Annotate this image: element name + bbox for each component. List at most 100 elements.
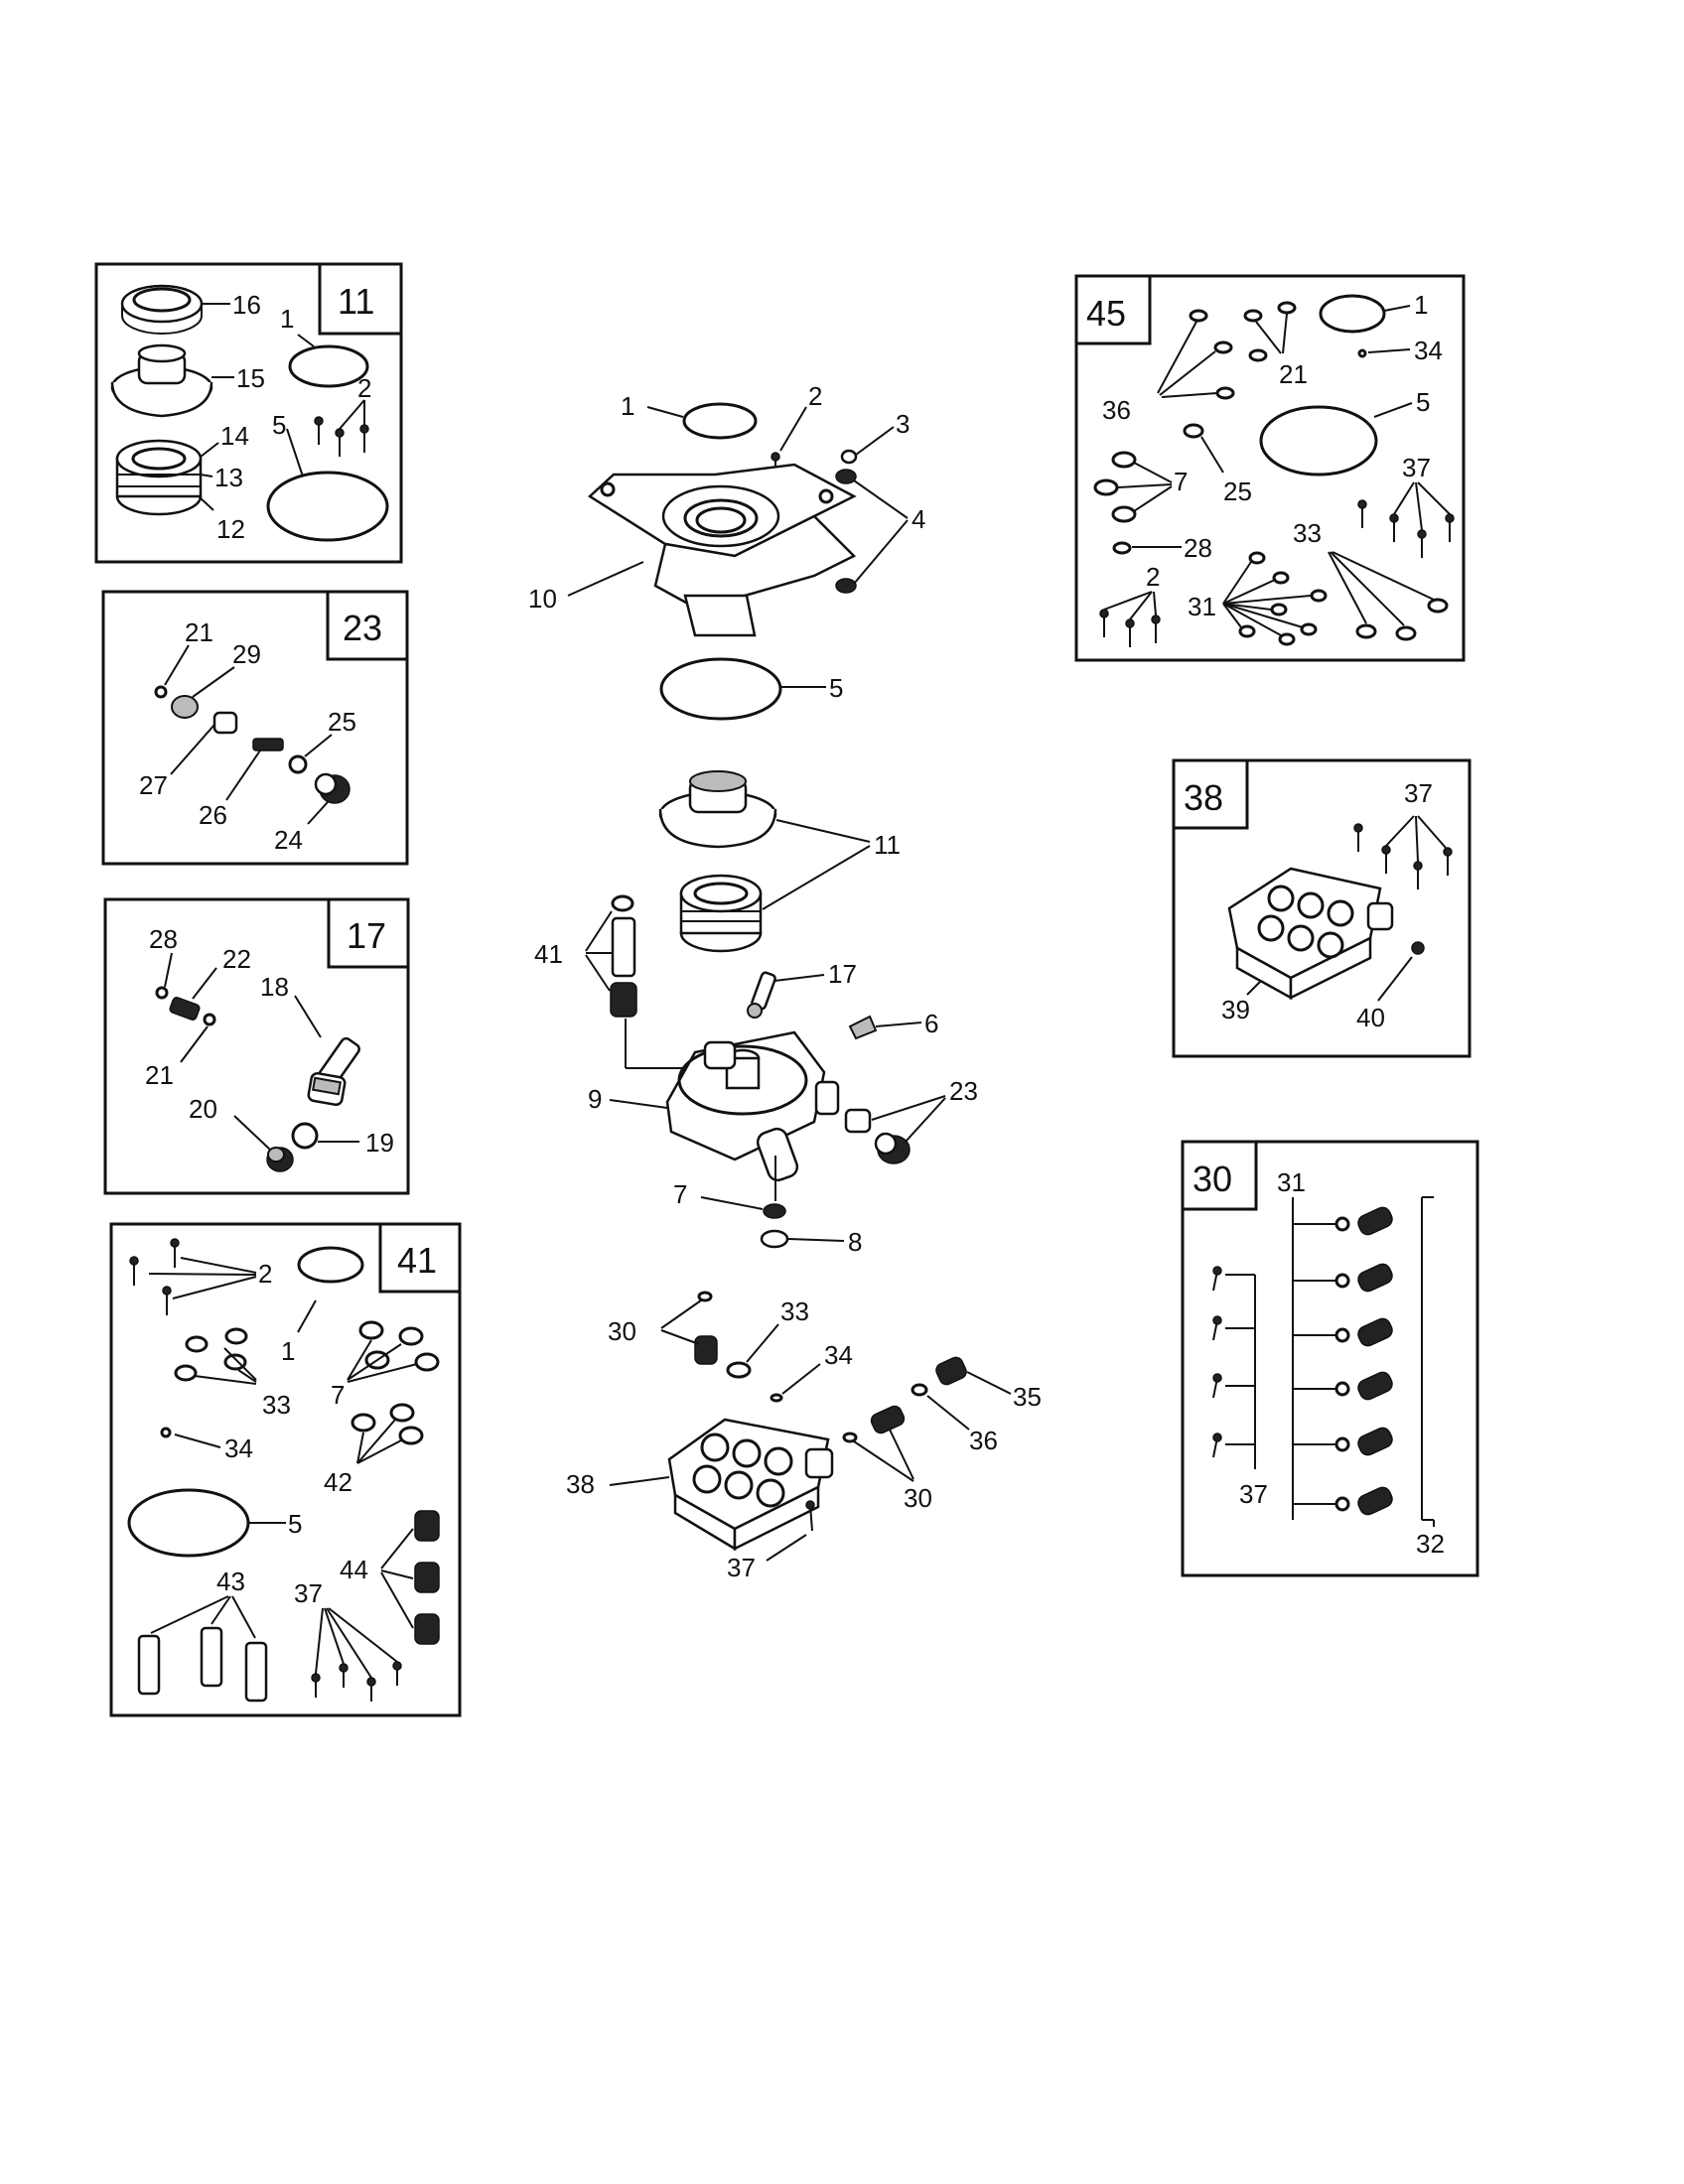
callout: 3 bbox=[896, 409, 910, 439]
callout: 1 bbox=[1414, 290, 1428, 320]
packing-stack-icon bbox=[115, 439, 203, 516]
callout: 34 bbox=[824, 1340, 853, 1370]
kit-38-panel: 38 37 39 40 bbox=[1172, 758, 1472, 1058]
callout: 1 bbox=[281, 1336, 295, 1366]
callout: 2 bbox=[258, 1259, 272, 1289]
screw-icons bbox=[314, 416, 369, 457]
callout: 6 bbox=[924, 1009, 938, 1038]
o-ring-large-icon bbox=[266, 471, 389, 542]
callout: 21 bbox=[145, 1060, 174, 1090]
o-ring-icon bbox=[682, 402, 758, 440]
callout: 34 bbox=[224, 1433, 253, 1463]
callout: 37 bbox=[1404, 778, 1433, 808]
callout: 22 bbox=[222, 944, 251, 974]
callout: 2 bbox=[1146, 562, 1160, 592]
callout: 37 bbox=[294, 1578, 323, 1608]
callout: 5 bbox=[288, 1509, 302, 1539]
spring-icon bbox=[252, 738, 284, 751]
callout: 14 bbox=[220, 421, 249, 451]
plug-icon bbox=[314, 772, 351, 804]
callout: 25 bbox=[328, 707, 356, 737]
screw-icons bbox=[129, 1238, 180, 1315]
screw-icons bbox=[311, 1661, 402, 1702]
kit-number: 23 bbox=[343, 608, 382, 648]
callout: 2 bbox=[357, 373, 371, 403]
callout: 28 bbox=[149, 924, 178, 954]
callout: 21 bbox=[185, 617, 213, 647]
callout: 20 bbox=[189, 1094, 217, 1124]
seal-rings-icon bbox=[1238, 551, 1449, 646]
callout: 10 bbox=[528, 584, 557, 614]
seal-rings-icon bbox=[358, 1320, 440, 1372]
callout: 35 bbox=[1013, 1382, 1042, 1412]
callout: 15 bbox=[236, 363, 265, 393]
plug-icon bbox=[266, 1147, 294, 1172]
callout: 37 bbox=[1402, 453, 1431, 482]
callout: 40 bbox=[1356, 1003, 1385, 1032]
callout: 25 bbox=[1223, 477, 1252, 506]
piston-icons bbox=[137, 1626, 268, 1703]
callout: 9 bbox=[588, 1084, 602, 1114]
unloader-valve-icon bbox=[747, 971, 776, 1019]
callout: 30 bbox=[904, 1483, 932, 1513]
plug-icon bbox=[1411, 941, 1425, 955]
callout: 23 bbox=[949, 1076, 978, 1106]
fitting-icon bbox=[848, 1015, 878, 1040]
spring-icon bbox=[870, 1405, 906, 1434]
kit-30-panel: 30 31 32 37 bbox=[1181, 1140, 1479, 1577]
callout: 2 bbox=[808, 381, 822, 411]
callout: 7 bbox=[673, 1179, 687, 1209]
plug-icon bbox=[935, 1356, 967, 1386]
valve-seat-icon bbox=[212, 711, 238, 735]
seal-icon bbox=[120, 284, 204, 335]
o-ring-icon bbox=[297, 1246, 364, 1284]
washer-icon bbox=[835, 469, 857, 484]
callout: 38 bbox=[566, 1469, 595, 1499]
o-ring-icon bbox=[288, 754, 308, 774]
valve-cap-icon bbox=[171, 695, 199, 719]
pump-head-icon bbox=[665, 1030, 840, 1182]
valve-spring-icons bbox=[1293, 1206, 1393, 1516]
kit-23-panel: 23 21 29 25 27 26 24 bbox=[101, 590, 409, 866]
seal-rings-icon bbox=[174, 1327, 248, 1382]
manifold-icon bbox=[1227, 867, 1394, 1001]
screw-icons bbox=[1099, 609, 1161, 647]
o-ring-icon bbox=[288, 344, 369, 388]
o-ring-large-icon bbox=[659, 657, 782, 721]
callout: 33 bbox=[1293, 518, 1322, 548]
callout: 44 bbox=[340, 1555, 368, 1584]
callout: 7 bbox=[331, 1380, 345, 1410]
callout: 18 bbox=[260, 972, 289, 1002]
unloader-valve-icon bbox=[307, 1036, 360, 1107]
seal-rings-icon bbox=[1093, 451, 1137, 523]
washer-icon bbox=[760, 1229, 789, 1249]
spring-icon bbox=[694, 1335, 718, 1365]
seal-rings-icon bbox=[1189, 301, 1297, 400]
piston-retainer-icon bbox=[658, 770, 777, 849]
piston-icon bbox=[610, 894, 637, 1018]
kit-number: 30 bbox=[1193, 1159, 1232, 1199]
callout: 31 bbox=[1188, 592, 1216, 621]
callout: 5 bbox=[829, 673, 843, 703]
callout: 8 bbox=[848, 1227, 862, 1257]
callout: 31 bbox=[1277, 1167, 1306, 1197]
callout: 32 bbox=[1416, 1529, 1445, 1559]
nut-icon bbox=[840, 449, 858, 465]
callout: 33 bbox=[780, 1297, 809, 1326]
screw-icons bbox=[1357, 499, 1455, 558]
spring-icon bbox=[169, 997, 201, 1021]
o-ring-large-icon bbox=[127, 1488, 250, 1558]
spring-icons bbox=[414, 1510, 440, 1645]
callout: 43 bbox=[216, 1567, 245, 1596]
callout: 26 bbox=[199, 800, 227, 830]
ball-icon bbox=[291, 1122, 319, 1150]
o-ring-large-icon bbox=[1259, 405, 1378, 477]
kit-17-panel: 17 28 22 18 21 20 19 bbox=[103, 897, 410, 1195]
callout: 42 bbox=[324, 1467, 352, 1497]
callout: 11 bbox=[874, 830, 901, 860]
callout: 34 bbox=[1414, 336, 1443, 365]
callout: 36 bbox=[969, 1426, 998, 1455]
kit-number: 17 bbox=[347, 915, 386, 956]
callout: 33 bbox=[262, 1390, 291, 1420]
